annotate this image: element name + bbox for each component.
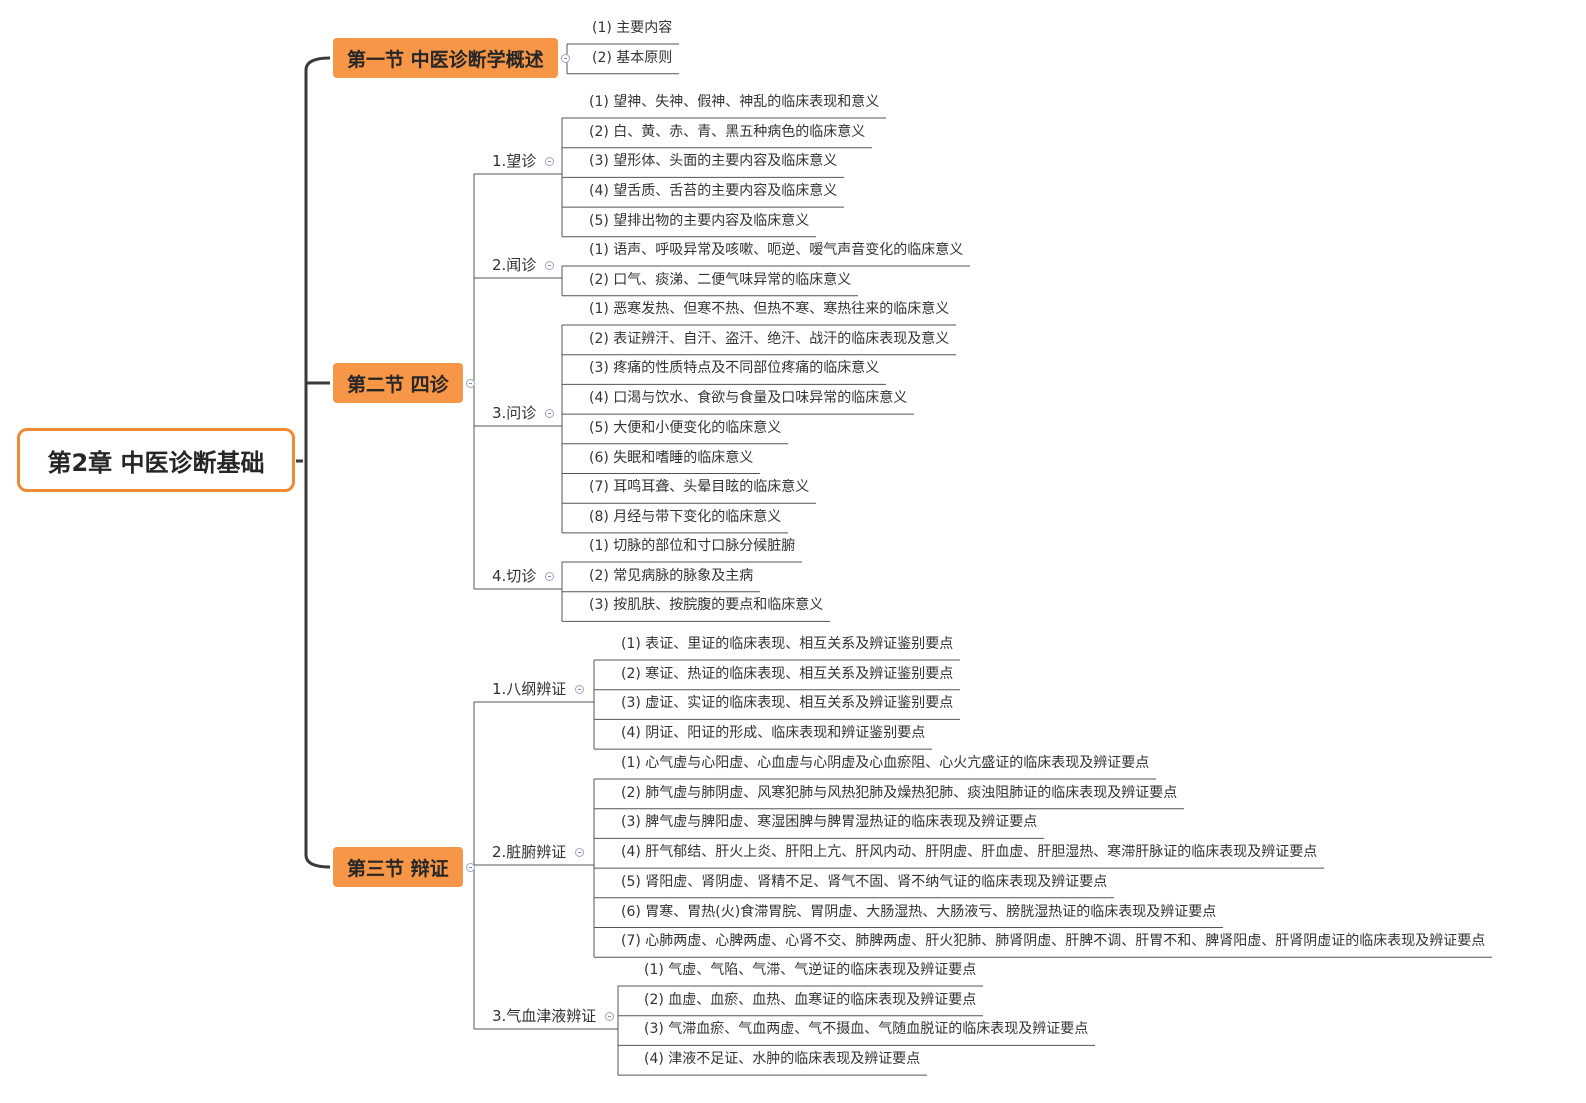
sub-branch-label[interactable]: 2.脏腑辨证 <box>492 843 567 861</box>
leaf-item: (3) 望形体、头面的主要内容及临床意义 <box>589 153 838 170</box>
leaf-item: (1) 恶寒发热、但寒不热、但热不寒、寒热往来的临床意义 <box>589 301 950 317</box>
leaf-item: (2) 白、黄、赤、青、黑五种病色的临床意义 <box>589 123 866 140</box>
leaf-item: (8) 月经与带下变化的临床意义 <box>589 508 782 525</box>
leaf-item: (6) 胃寒、胃热(火)食滞胃脘、胃阴虚、大肠湿热、大肠液亏、膀胱湿热证的临床表… <box>621 903 1217 920</box>
collapse-icon[interactable] <box>560 54 570 63</box>
leaf-item: (7) 心肺两虚、心脾两虚、心肾不交、肺脾两虚、肝火犯肺、肺肾阴虚、肝脾不调、肝… <box>621 933 1486 950</box>
sub-branch-label[interactable]: 2.闻诊 <box>492 256 537 274</box>
leaf-item: (3) 虚证、实证的临床表现、相互关系及辨证鉴别要点 <box>621 695 954 712</box>
collapse-icon[interactable] <box>465 863 475 872</box>
leaf-item: (2) 表证辨汗、自汗、盗汗、绝汗、战汗的临床表现及意义 <box>589 330 950 347</box>
leaf-item: (1) 切脉的部位和寸口脉分候脏腑 <box>589 538 796 554</box>
leaf-item: (5) 望排出物的主要内容及临床意义 <box>589 212 810 229</box>
leaf-item: (2) 基本原则 <box>592 49 673 66</box>
sub-branch-label[interactable]: 3.气血津液辨证 <box>492 1007 597 1025</box>
collapse-icon[interactable] <box>575 848 585 857</box>
collapse-icon[interactable] <box>575 685 585 694</box>
root-node[interactable]: 第2章 中医诊断基础 <box>17 428 295 492</box>
leaf-item: (4) 口渴与饮水、食欲与食量及口味异常的临床意义 <box>589 390 908 407</box>
section-trunk <box>304 56 331 869</box>
leaf-item: (4) 津液不足证、水肿的临床表现及辨证要点 <box>644 1051 921 1068</box>
section-node[interactable]: 第二节 四诊 <box>333 363 463 403</box>
sub-branch-label[interactable]: 4.切诊 <box>492 567 537 585</box>
collapse-icon[interactable] <box>545 409 555 418</box>
section-node[interactable]: 第三节 辩证 <box>333 847 463 887</box>
leaf-item: (3) 疼痛的性质特点及不同部位疼痛的临床意义 <box>589 360 880 377</box>
leaf-item: (1) 气虚、气陷、气滞、气逆证的临床表现及辨证要点 <box>644 962 977 978</box>
collapse-icon[interactable] <box>465 379 475 388</box>
leaf-item: (2) 肺气虚与肺阴虚、风寒犯肺与风热犯肺及燥热犯肺、痰浊阻肺证的临床表现及辨证… <box>621 784 1178 801</box>
leaf-item: (4) 望舌质、舌苔的主要内容及临床意义 <box>589 183 838 200</box>
collapse-icon[interactable] <box>605 1012 615 1021</box>
leaf-item: (4) 阴证、阳证的形成、临床表现和辨证鉴别要点 <box>621 725 926 742</box>
leaf-item: (1) 主要内容 <box>592 20 673 36</box>
leaf-item: (6) 失眠和嗜睡的临床意义 <box>589 449 754 466</box>
leaf-item: (3) 按肌肤、按脘腹的要点和临床意义 <box>589 597 824 614</box>
leaf-item: (3) 脾气虚与脾阳虚、寒湿困脾与脾胃湿热证的临床表现及辨证要点 <box>621 814 1038 831</box>
leaf-item: (2) 口气、痰涕、二便气味异常的临床意义 <box>589 271 852 288</box>
leaf-item: (5) 肾阳虚、肾阴虚、肾精不足、肾气不固、肾不纳气证的临床表现及辨证要点 <box>621 873 1108 890</box>
leaf-item: (1) 心气虚与心阳虚、心血虚与心阴虚及心血瘀阻、心火亢盛证的临床表现及辨证要点 <box>621 755 1150 771</box>
sub-branch-label[interactable]: 3.问诊 <box>492 404 537 422</box>
leaf-item: (5) 大便和小便变化的临床意义 <box>589 419 782 436</box>
sub-branch-label[interactable]: 1.八纲辨证 <box>492 680 567 698</box>
leaf-item: (1) 表证、里证的临床表现、相互关系及辨证鉴别要点 <box>621 636 954 652</box>
leaf-item: (1) 语声、呼吸异常及咳嗽、呃逆、嗳气声音变化的临床意义 <box>589 242 964 258</box>
collapse-icon[interactable] <box>545 157 555 166</box>
section-node[interactable]: 第一节 中医诊断学概述 <box>333 38 558 78</box>
leaf-item: (3) 气滞血瘀、气血两虚、气不摄血、气随血脱证的临床表现及辨证要点 <box>644 1021 1089 1038</box>
leaf-item: (4) 肝气郁结、肝火上炎、肝阳上亢、肝风内动、肝阴虚、肝血虚、肝胆湿热、寒滞肝… <box>621 844 1318 861</box>
sub-branch-label[interactable]: 1.望诊 <box>492 152 537 170</box>
leaf-item: (2) 常见病脉的脉象及主病 <box>589 567 754 584</box>
collapse-icon[interactable] <box>545 261 555 270</box>
collapse-icon[interactable] <box>545 572 555 581</box>
leaf-item: (2) 寒证、热证的临床表现、相互关系及辨证鉴别要点 <box>621 665 954 682</box>
leaf-item: (1) 望神、失神、假神、神乱的临床表现和意义 <box>589 94 880 110</box>
leaf-item: (7) 耳鸣耳聋、头晕目眩的临床意义 <box>589 479 810 496</box>
leaf-item: (2) 血虚、血瘀、血热、血寒证的临床表现及辨证要点 <box>644 991 977 1008</box>
